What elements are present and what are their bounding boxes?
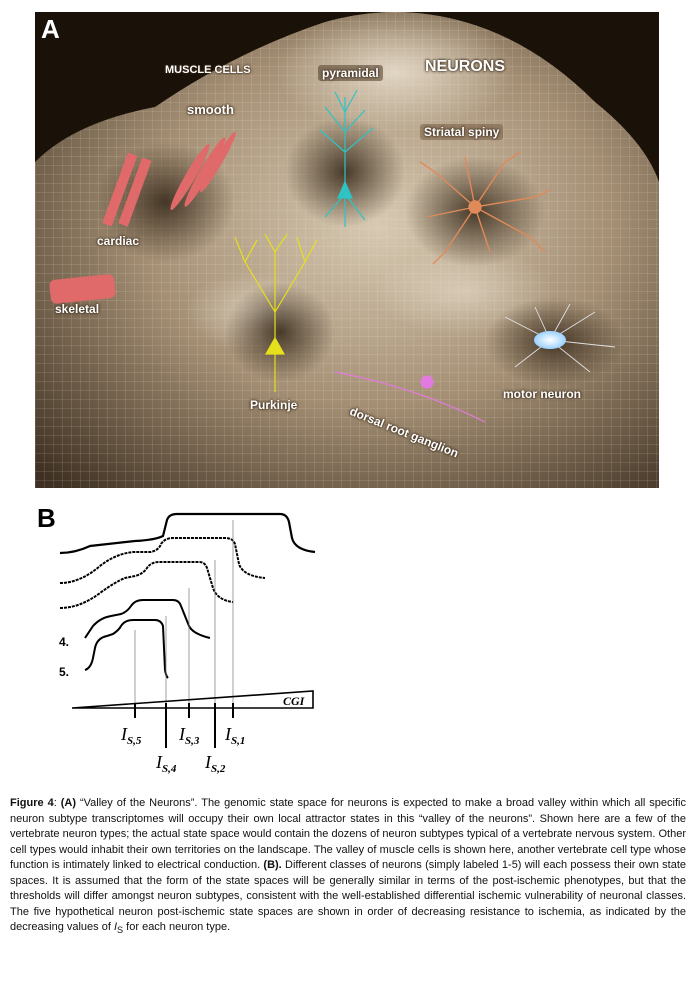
label-striatal-spiny: Striatal spiny [420, 124, 503, 140]
panel-a-letter: A [41, 14, 60, 45]
is-label-3: IS,3 [178, 724, 200, 747]
svg-text:IS,4: IS,4 [155, 752, 177, 775]
svg-text:IS,5: IS,5 [120, 724, 142, 747]
is-label-1: IS,1 [224, 724, 245, 747]
is-label-2: IS,2 [204, 752, 226, 775]
caption-part-a-label: (A) [61, 797, 76, 809]
caption-separator: : [54, 797, 61, 809]
label-neurons: NEURONS [425, 58, 505, 76]
valley-purkinje [225, 282, 335, 382]
svg-text:IS,3: IS,3 [178, 724, 200, 747]
label-motor-neuron: motor neuron [503, 387, 581, 401]
is-label-5: IS,5 [120, 724, 142, 747]
state-space-curve-3 [60, 562, 233, 608]
is-label-4: IS,4 [155, 752, 177, 775]
row-label-4: 4. [59, 635, 69, 649]
svg-text:IS,1: IS,1 [224, 724, 245, 747]
state-space-curve-1 [60, 514, 315, 553]
svg-text:IS,2: IS,2 [204, 752, 226, 775]
row-label-5: 5. [59, 665, 69, 679]
panel-a-landscape: A MUSCLE CELLS NEURONS smooth pyramidal … [35, 12, 659, 488]
state-space-schematic: CGI 4. 5. IS,5 IS,4 IS,3 IS,2 IS,1 [55, 508, 325, 783]
label-muscle-cells: MUSCLE CELLS [165, 64, 251, 76]
label-smooth: smooth [187, 102, 234, 117]
caption-part-b-label: (B). [263, 859, 281, 871]
caption-text-end: for each neuron type. [123, 921, 230, 933]
figure-label: Figure 4 [10, 797, 54, 809]
label-pyramidal: pyramidal [318, 65, 383, 81]
cgi-label: CGI [283, 694, 306, 708]
state-space-curve-2 [60, 538, 265, 583]
panel-b-letter: B [37, 503, 56, 534]
label-skeletal: skeletal [55, 302, 99, 316]
figure-caption: Figure 4: (A) “Valley of the Neurons”. T… [10, 796, 686, 939]
cgi-wedge [72, 691, 313, 708]
label-cardiac: cardiac [97, 234, 139, 248]
label-purkinje: Purkinje [250, 398, 297, 412]
state-space-curves [60, 514, 315, 678]
state-space-curve-5 [85, 620, 168, 678]
